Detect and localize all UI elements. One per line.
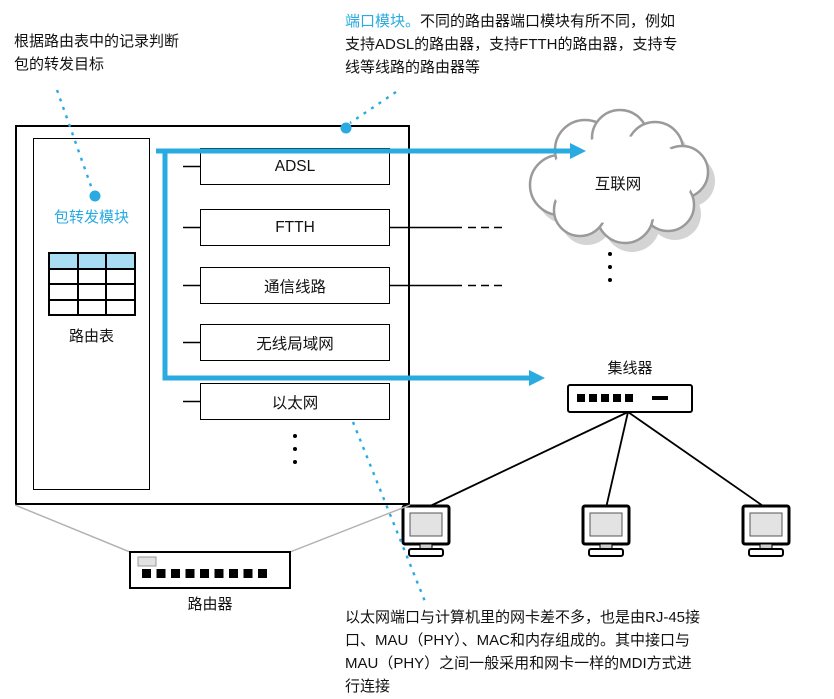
annotation-ethernet-line4: 行连接 (345, 678, 391, 695)
annotation-port-module-line3: 线等线路的路由器等 (345, 59, 481, 76)
routing-table-cell (49, 284, 78, 300)
routing-table-cell (106, 268, 135, 284)
port-box-ethernet: 以太网 (200, 383, 390, 420)
perspective-lines (14, 504, 411, 553)
routing-table-cell (77, 268, 107, 284)
annotation-port-module-highlight: 端口模块。 (345, 13, 421, 30)
routing-table-cell (77, 253, 107, 269)
computer-1 (401, 504, 451, 557)
computer-3 (741, 504, 791, 557)
forwarding-module-label: 包转发模块 (53, 209, 129, 226)
annotation-ethernet-line2: 口、MAU（PHY）、MAC和内存组成的。其中接口与 (345, 632, 691, 649)
routing-table-cell (106, 253, 135, 269)
hub-label: 集线器 (607, 360, 653, 377)
hub-links (425, 411, 767, 509)
ports-vertical-ellipsis (200, 434, 390, 464)
arrow-to-hub-head (529, 370, 545, 386)
port-label-adsl: ADSL (274, 157, 316, 175)
port-label-leased-line: 通信线路 (263, 278, 326, 296)
routing-table (48, 252, 136, 316)
routing-table-cell (77, 284, 107, 300)
annotation-port-module-line2: 支持ADSL的路由器，支持FTTH的路由器，支持专 (345, 36, 678, 53)
routing-table-cell (77, 299, 107, 315)
annotation-port-module-line1-rest: 不同的路由器端口模块有所不同，例如 (420, 13, 676, 30)
routing-table-cell (49, 268, 78, 284)
networks-vertical-ellipsis (545, 252, 675, 282)
annotation-forwarding-line2: 包的转发目标 (14, 56, 105, 73)
port-box-adsl: ADSL (200, 148, 390, 185)
annotation-ethernet-line1: 以太网端口与计算机里的网卡差不多，也是由RJ-45接 (345, 609, 701, 626)
port-box-wlan: 无线局域网 (200, 324, 390, 361)
port-label-wlan: 无线局域网 (256, 335, 334, 353)
arrow-to-internet-head (570, 143, 586, 159)
internet-label: 互联网 (594, 176, 642, 193)
routing-table-cell (49, 253, 78, 269)
annotation-forwarding: 根据路由表中的记录判断 包的转发目标 (14, 30, 179, 76)
routing-table-cell (49, 299, 78, 315)
annotation-ethernet: 以太网端口与计算机里的网卡差不多，也是由RJ-45接 口、MAU（PHY）、MA… (345, 606, 700, 698)
annotation-ethernet-line3: MAU（PHY）之间一般采用和网卡一样的MDI方式进 (345, 655, 692, 672)
annotation-port-module-line1: 端口模块。不同的路由器端口模块有所不同，例如 (345, 10, 678, 33)
router-device (129, 551, 291, 589)
routing-table-cell (106, 284, 135, 300)
port-box-leased-line: 通信线路 (200, 267, 390, 304)
routing-table-cell (106, 299, 135, 315)
computer-2 (581, 504, 631, 557)
port-label-ftth: FTTH (275, 218, 315, 236)
annotation-port-module: 端口模块。不同的路由器端口模块有所不同，例如 支持ADSL的路由器，支持FTTH… (345, 10, 678, 79)
port-box-ftth: FTTH (200, 209, 390, 246)
router-device-label: 路由器 (187, 596, 233, 613)
hub-device (567, 384, 693, 413)
annotation-forwarding-line1: 根据路由表中的记录判断 (14, 33, 180, 50)
routing-table-label: 路由表 (68, 328, 114, 345)
leader-port-module (349, 91, 397, 124)
port-label-ethernet: 以太网 (271, 394, 319, 412)
